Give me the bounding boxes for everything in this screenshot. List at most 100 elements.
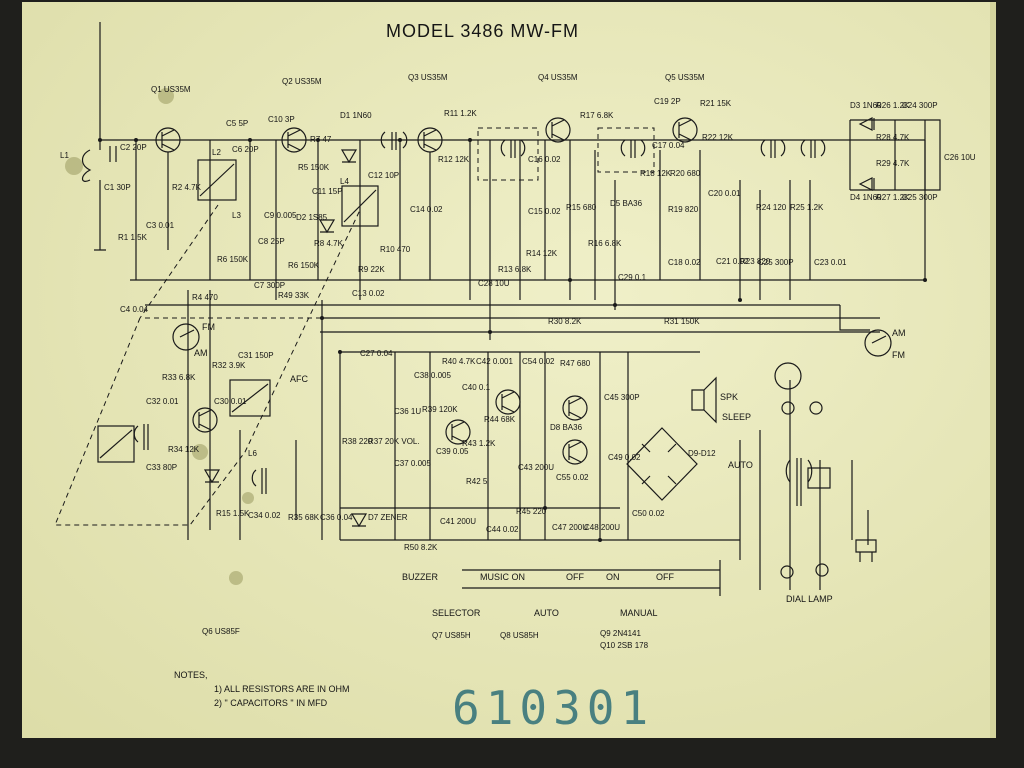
svg-text:R47 680: R47 680 [560,359,591,368]
svg-text:R2 4.7K: R2 4.7K [172,183,202,192]
output-transformer [785,458,813,506]
am-antenna-coil [133,424,149,450]
if-transformer-4 [760,139,786,158]
svg-text:R38 220: R38 220 [342,437,373,446]
notes-line-1: 1) ALL RESISTORS ARE IN OHM [214,684,350,694]
svg-text:C5 5P: C5 5P [226,119,248,128]
svg-text:C25 300P: C25 300P [758,258,794,267]
svg-text:R20 680: R20 680 [670,169,701,178]
svg-text:R6 150K: R6 150K [288,261,320,270]
svg-text:C2 20P: C2 20P [120,143,147,152]
transistor-q9 [562,395,588,421]
svg-text:C17 0.04: C17 0.04 [652,141,685,150]
svg-text:C27 0.04: C27 0.04 [360,349,393,358]
dial-lamp-2 [815,563,829,577]
svg-text:SELECTOR: SELECTOR [432,608,481,618]
label-q9: Q9 2N4141 [600,629,641,638]
svg-text:D8 BA36: D8 BA36 [550,423,583,432]
svg-text:C10 3P: C10 3P [268,115,295,124]
if-transformer-2 [477,127,539,181]
schematic-sheet [22,2,996,738]
diode-d7 [350,513,368,528]
label-q6: Q6 US85F [202,627,240,636]
am-fm-switch-lead [839,305,870,331]
transistor-q3 [417,127,443,153]
svg-text:R35 68K: R35 68K [288,513,320,522]
svg-text:C55 0.02: C55 0.02 [556,473,589,482]
svg-text:D9-D12: D9-D12 [688,449,716,458]
tuning-gang-am-2 [97,425,135,463]
svg-text:R32 3.9K: R32 3.9K [212,361,246,370]
svg-text:C11 15P: C11 15P [312,187,343,196]
svg-text:R10 470: R10 470 [380,245,411,254]
svg-text:C50 0.02: C50 0.02 [632,509,665,518]
power-plug-icon [855,539,877,562]
svg-text:R16 6.8K: R16 6.8K [588,239,622,248]
svg-text:MANUAL: MANUAL [620,608,658,618]
svg-text:C18 0.02: C18 0.02 [668,258,701,267]
svg-text:C23 0.01: C23 0.01 [814,258,847,267]
transistor-q4 [545,117,571,143]
svg-text:R15 1.5K: R15 1.5K [216,509,250,518]
svg-text:R22 12K: R22 12K [702,133,734,142]
power-transistor-q9-symbol [774,362,802,390]
lower-wiring [187,290,629,540]
svg-text:C47 200U: C47 200U [552,523,588,532]
svg-text:R45 220: R45 220 [516,507,547,516]
svg-text:R13 6.8K: R13 6.8K [498,265,532,274]
svg-text:OFF: OFF [566,572,584,582]
label-q5: Q5 US35M [665,73,705,82]
svg-text:C28 10U: C28 10U [478,279,510,288]
stain [229,571,243,585]
notes-heading: NOTES, [174,670,208,680]
svg-text:R37 20K VOL.: R37 20K VOL. [368,437,420,446]
svg-text:L3: L3 [232,211,241,220]
if-transformer-3 [597,127,655,173]
svg-text:C6 20P: C6 20P [232,145,259,154]
svg-text:R7 47: R7 47 [310,135,332,144]
svg-text:R17 6.8K: R17 6.8K [580,111,614,120]
lamp-2 [809,401,823,415]
svg-text:C34 0.02: C34 0.02 [248,511,281,520]
svg-text:C12 10P: C12 10P [368,171,399,180]
svg-text:R40 4.7K: R40 4.7K [442,357,476,366]
am-fm-detector-switch [864,329,892,357]
ratio-detector-transformer [800,139,826,158]
svg-text:C29 0.1: C29 0.1 [618,273,647,282]
svg-text:OFF: OFF [656,572,674,582]
transistor-q7 [445,419,471,445]
svg-text:R11 1.2K: R11 1.2K [444,109,477,118]
svg-text:C19 2P: C19 2P [654,97,681,106]
svg-text:C21 0.02: C21 0.02 [716,257,749,266]
svg-text:C3 0.01: C3 0.01 [146,221,175,230]
svg-text:D5 BA36: D5 BA36 [610,199,643,208]
svg-text:R28 4.7K: R28 4.7K [876,133,910,142]
svg-text:C20 0.01: C20 0.01 [708,189,741,198]
svg-text:R42 5: R42 5 [466,477,488,486]
svg-text:D1 1N60: D1 1N60 [340,111,372,120]
svg-text:R5 150K: R5 150K [298,163,330,172]
svg-text:R43 1.2K: R43 1.2K [462,439,496,448]
svg-text:L1: L1 [60,151,69,160]
svg-text:L2: L2 [212,148,221,157]
svg-text:C16 0.02: C16 0.02 [528,155,561,164]
speaker-icon [691,376,717,424]
svg-text:R1 1.5K: R1 1.5K [118,233,148,242]
svg-text:R49 33K: R49 33K [278,291,310,300]
label-q8: Q8 US85H [500,631,539,640]
bridge-rectifier-d9-d12 [626,427,698,501]
svg-text:C41 200U: C41 200U [440,517,476,526]
tuning-gang-fm-1 [197,159,237,201]
serial-stamp: 610301 [452,681,654,735]
notes: NOTES, 1) ALL RESISTORS ARE IN OHM 2) " … [174,670,350,708]
svg-text:L4: L4 [340,177,349,186]
svg-text:R21 15K: R21 15K [700,99,732,108]
svg-text:R26 1.2K: R26 1.2K [876,101,910,110]
svg-text:C42 0.001: C42 0.001 [476,357,513,366]
stage-wiring [135,120,926,340]
svg-text:DIAL LAMP: DIAL LAMP [786,594,833,604]
svg-text:C39 0.05: C39 0.05 [436,447,469,456]
svg-text:R39 120K: R39 120K [422,405,458,414]
label-q4: Q4 US35M [538,73,578,82]
